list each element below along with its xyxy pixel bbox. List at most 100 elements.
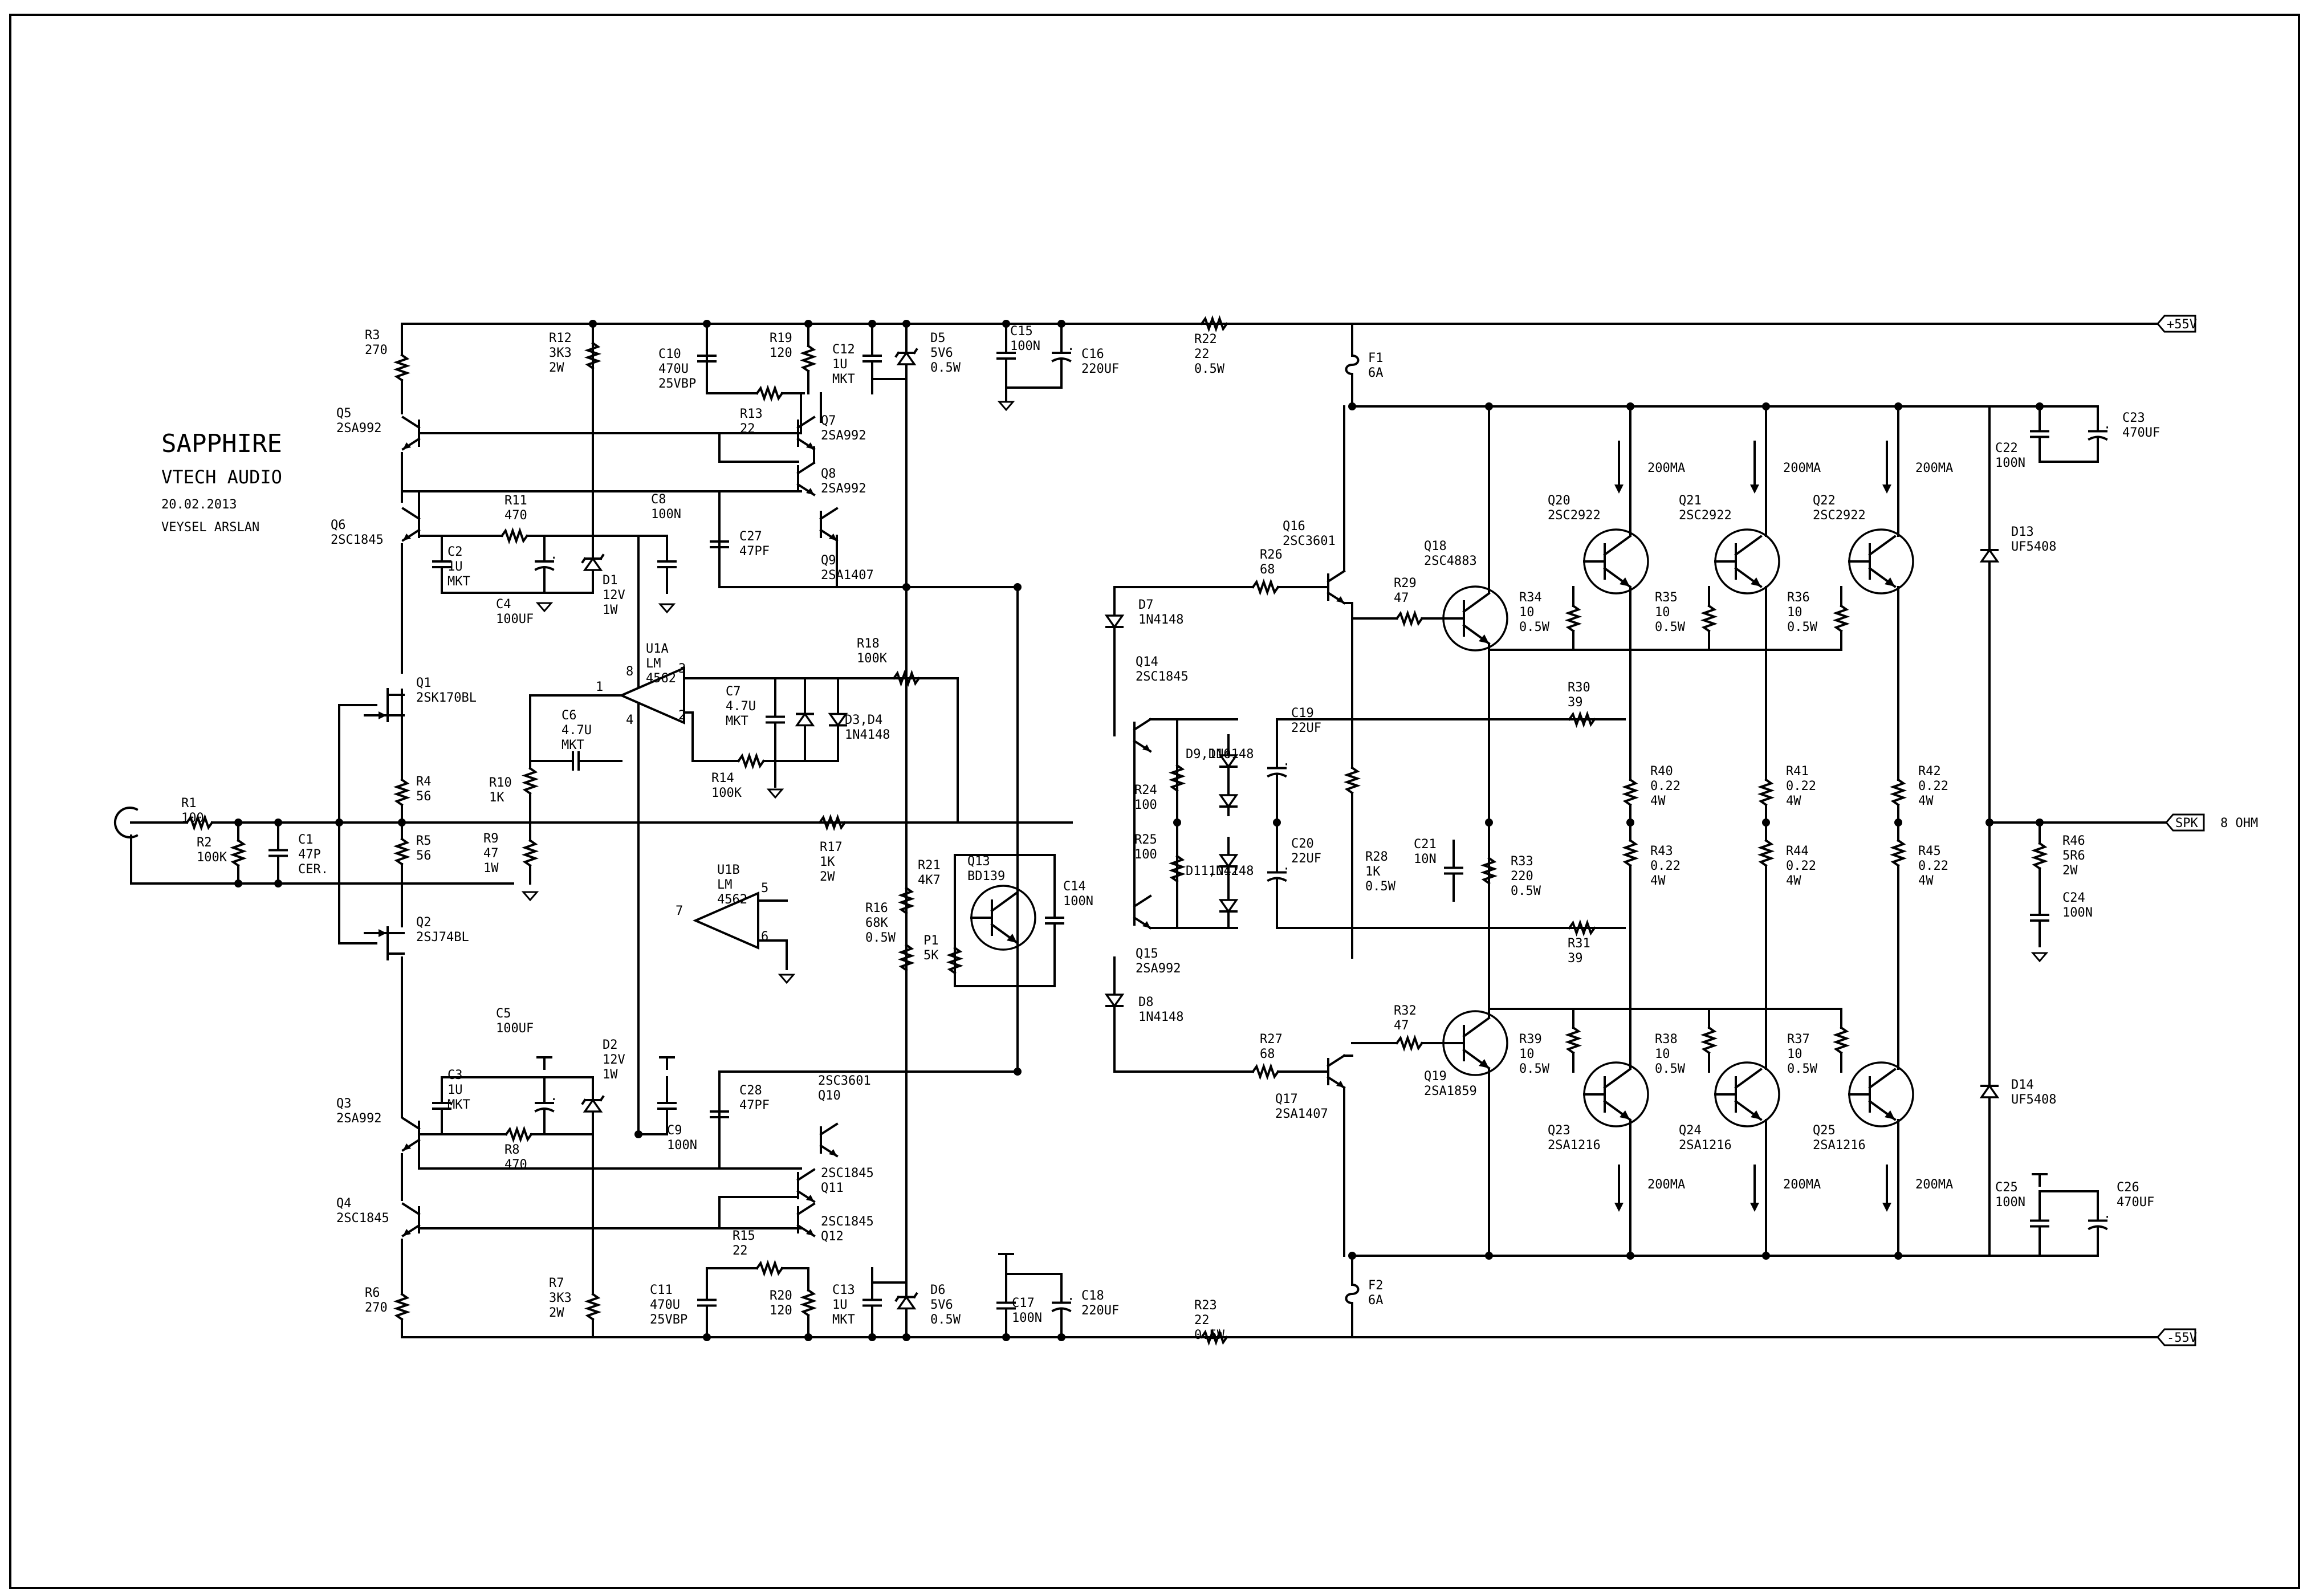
rail-neg-55v: -55V [2157, 1328, 2197, 1346]
resistor-r33 [1480, 840, 1498, 902]
bias-bot-0: 200MA [1647, 1178, 1685, 1192]
label-d11d12-type: 1N4148 [1209, 864, 1254, 878]
label-r21-0: R21 [918, 858, 941, 873]
resistor-r6 [393, 1284, 411, 1329]
ground-c24 [2031, 952, 2049, 963]
label-r34-1: 10 [1519, 605, 1535, 620]
label-c7-1: 4.7U [726, 699, 756, 714]
capacitor-c24 [2030, 888, 2049, 947]
speaker-output-text: SPK [2175, 816, 2198, 830]
label-c4-0: C4 [496, 597, 511, 612]
label-q8-1: 2SA992 [821, 482, 866, 496]
u1a-pin8: 8 [626, 665, 633, 679]
resistor-r37 [1832, 1008, 1850, 1073]
capacitor-c16: . [1051, 323, 1075, 389]
label-r30-1: 39 [1568, 695, 1583, 710]
label-u1b-0: U1B [717, 863, 740, 877]
label-q2-0: Q2 [416, 915, 432, 930]
svg-text:.: . [550, 1089, 558, 1104]
label-c12-0: C12 [832, 343, 855, 357]
label-c11-0: C11 [650, 1283, 673, 1297]
capacitor-c8 [657, 535, 677, 594]
label-r45-2: 4W [1918, 874, 1934, 888]
label-c9-1: 100N [667, 1138, 697, 1153]
svg-text:.: . [1067, 339, 1075, 353]
label-r24-1: 100 [1134, 798, 1157, 812]
label-r20-1: 120 [770, 1304, 792, 1318]
label-q10-0: 2SC3601 [818, 1074, 871, 1088]
resistor-r43 [1621, 824, 1639, 882]
rail-pos-55v: +55V [2157, 315, 2197, 333]
label-c17-1: 100N [1012, 1311, 1042, 1325]
label-r20-0: R20 [770, 1289, 792, 1303]
resistor-r1 [170, 813, 229, 832]
label-q14-1: 2SC1845 [1136, 670, 1189, 684]
label-r44-0: R44 [1786, 844, 1809, 858]
label-u1a-0: U1A [646, 642, 669, 656]
zener-d5 [894, 323, 918, 394]
label-d6-2: 0.5W [930, 1313, 961, 1327]
label-r22-2: 0.5W [1194, 362, 1225, 376]
label-d6-0: D6 [930, 1283, 946, 1297]
label-r14-1: 100K [711, 786, 742, 800]
capacitor-c4: . [534, 535, 558, 594]
label-r37-0: R37 [1787, 1032, 1810, 1047]
svg-text:.: . [1067, 1289, 1075, 1304]
resistor-r44 [1757, 824, 1775, 882]
label-c1-0: C1 [298, 833, 314, 847]
resistor-r12 [584, 323, 602, 389]
bias-bot-1: 200MA [1783, 1178, 1821, 1192]
label-r17-1: 1K [820, 855, 835, 869]
diode-d10 [1218, 785, 1239, 816]
label-d7-0: D7 [1138, 598, 1154, 612]
capacitor-c1 [268, 821, 288, 885]
label-q22-0: Q22 [1813, 494, 1836, 508]
label-c1-1: 47P [298, 848, 321, 862]
label-r11-0: R11 [504, 494, 527, 508]
transistor-q23 [1583, 1061, 1649, 1127]
label-q8-0: Q8 [821, 467, 836, 481]
resistor-r36 [1832, 586, 1850, 651]
capacitor-c2 [432, 535, 451, 594]
resistor-r34 [1564, 586, 1582, 651]
label-c15-1: 100N [1010, 339, 1040, 353]
label-q11-0: 2SC1845 [821, 1166, 874, 1180]
label-d34-1: 1N4148 [845, 728, 890, 742]
label-f1-1: 6A [1368, 366, 1384, 380]
label-q5-1: 2SA992 [336, 421, 381, 435]
diode-d7 [1104, 586, 1125, 657]
resistor-r42 [1889, 763, 1907, 822]
capacitor-c13 [862, 1267, 882, 1338]
label-r3-1: 270 [365, 343, 388, 357]
label-r26-0: R26 [1260, 548, 1283, 562]
transistor-q21 [1714, 528, 1780, 595]
label-d14-0: D14 [2011, 1078, 2034, 1092]
label-p1-1: 5K [923, 948, 939, 963]
u1a-pin4: 4 [626, 713, 633, 727]
capacitor-c17 [996, 1273, 1016, 1338]
transistor-q3 [401, 1117, 421, 1152]
label-c3-1: 1U [447, 1083, 463, 1097]
resistor-r45 [1889, 824, 1907, 882]
label-c11-1: 470U [650, 1298, 680, 1312]
rail-neg-55v-text: -55V [2167, 1331, 2197, 1345]
label-r29-0: R29 [1394, 576, 1417, 591]
label-u1b-2: 4562 [717, 893, 747, 907]
label-r39-0: R39 [1519, 1032, 1542, 1047]
label-r1-1: 100 [181, 811, 204, 825]
label-c13-1: 1U [832, 1298, 848, 1312]
label-q6-0: Q6 [331, 518, 346, 532]
label-q5-0: Q5 [336, 406, 352, 421]
u1b-pin6: 6 [761, 930, 768, 944]
capacitor-c14 [1045, 854, 1064, 987]
ground-u1b [778, 974, 796, 984]
transistor-q10 [819, 1122, 839, 1158]
speaker-output: SPK [2165, 813, 2205, 832]
label-r13-1: 22 [740, 422, 755, 436]
label-c17-0: C17 [1012, 1296, 1035, 1310]
transistor-q6 [401, 507, 421, 542]
resistor-r11 [466, 527, 563, 545]
diode-d13 [1979, 535, 2000, 577]
label-r27-0: R27 [1260, 1032, 1283, 1047]
label-r35-2: 0.5W [1655, 620, 1686, 634]
